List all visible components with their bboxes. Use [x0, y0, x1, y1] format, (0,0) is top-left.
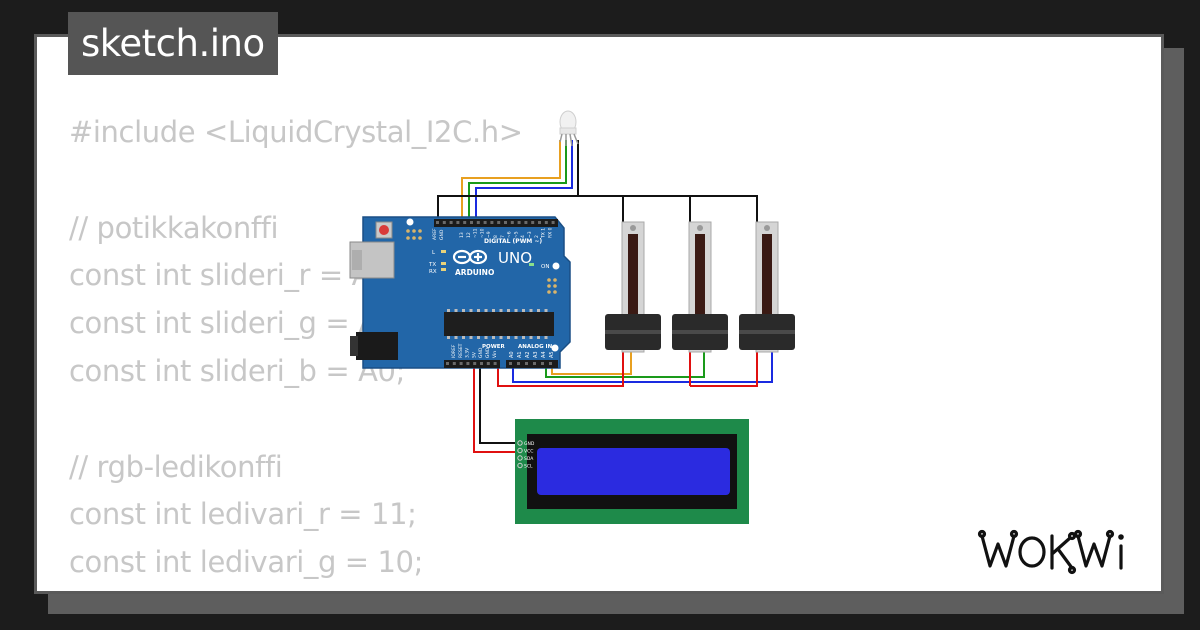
- code-line: const int ledivari_r = 11;: [69, 497, 417, 532]
- code-line: #include <LiquidCrystal_I2C.h>: [69, 115, 523, 149]
- atmega-chip: [444, 312, 554, 336]
- analog-pin-label: A2: [525, 351, 531, 358]
- code-line: // potikkakonffi: [69, 210, 279, 245]
- power-pin-label: 5V: [471, 351, 477, 358]
- wire-black-rail: [578, 195, 758, 222]
- rgb-led[interactable]: [559, 110, 579, 147]
- power-pin-label: RESET: [458, 343, 464, 358]
- wire-blue-slider: [512, 352, 773, 383]
- gnd-label: GND: [439, 229, 445, 240]
- power-label: POWER: [482, 344, 506, 350]
- digital-pin-label: 4: [520, 235, 526, 238]
- slide-potentiometer[interactable]: [605, 221, 661, 353]
- power-pin-label: IOREF: [451, 344, 457, 358]
- digital-pin-label: RX 0: [547, 227, 553, 238]
- analog-header: [506, 360, 558, 368]
- digital-pin-label: 8: [493, 235, 499, 238]
- analog-pin-label: A1: [517, 351, 523, 358]
- slide-potentiometer[interactable]: [739, 221, 795, 353]
- digital-pin-label: ~9: [486, 231, 492, 238]
- wire-black-led: [437, 140, 579, 222]
- slide-potentiometer[interactable]: [672, 221, 728, 353]
- arduino-uno-board[interactable]: UNO ARDUINO DIGITAL (PWM ~) ANALOG IN PO…: [349, 216, 571, 369]
- analog-pin-label: A4: [541, 351, 547, 358]
- arduino-logo-icon: [452, 249, 488, 265]
- rx-label: RX: [429, 269, 437, 275]
- tx-label: TX: [428, 262, 436, 268]
- lcd-screen: [537, 448, 730, 495]
- filename-tag: sketch.ino: [68, 12, 278, 75]
- board-brand-label: ARDUINO: [455, 268, 494, 277]
- power-jack: [356, 332, 398, 360]
- digital-pin-label: 13: [459, 232, 465, 238]
- digital-pin-label: ~5: [513, 231, 519, 238]
- wire-green-led: [468, 140, 567, 222]
- power-header: [444, 360, 500, 368]
- slide-potentiometers[interactable]: [605, 221, 795, 353]
- digital-pin-label: ~3: [527, 231, 533, 238]
- analog-label: ANALOG IN: [518, 344, 553, 350]
- wokwi-logo: [977, 529, 1124, 575]
- wire-blue-led: [475, 140, 573, 222]
- lcd-pin-label: SDA: [524, 456, 534, 462]
- lcd-pin-label: GND: [524, 441, 535, 447]
- digital-pin-label: ~10: [479, 228, 485, 238]
- digital-pin-label: ~11: [473, 228, 479, 238]
- analog-pin-label: A3: [533, 351, 539, 358]
- analog-pin-label: A0: [509, 351, 515, 358]
- digital-pin-label: 12: [466, 232, 472, 238]
- on-label: ON: [541, 264, 549, 270]
- digital-header: [434, 219, 558, 227]
- digital-pin-label: TX 1: [541, 228, 547, 239]
- code-line: const int ledivari_g = 10;: [69, 545, 423, 580]
- power-pin-label: GND: [478, 347, 484, 358]
- lcd-pin-label: VCC: [524, 449, 533, 455]
- preview-card[interactable]: #include <LiquidCrystal_I2C.h> // potikka…: [34, 34, 1164, 594]
- wire-orange-led: [461, 140, 561, 222]
- digital-pin-label: 2: [534, 235, 540, 238]
- digital-pin-label: ~6: [507, 231, 513, 238]
- wire-red-slider: [497, 352, 758, 387]
- analog-pin-label: A5: [549, 351, 555, 358]
- power-pin-label: 3.3V: [465, 347, 471, 358]
- lcd-pin-label: SCL: [524, 464, 533, 470]
- digital-label: DIGITAL (PWM ~): [484, 238, 542, 245]
- l-label: L: [432, 250, 436, 256]
- wire-orange-slider: [551, 352, 632, 375]
- digital-pin-label: 7: [500, 235, 506, 238]
- aref-label: AREF: [432, 228, 438, 240]
- code-line: // rgb-ledikonffi: [69, 449, 283, 484]
- board-model-label: UNO: [498, 249, 532, 267]
- power-pin-label: GND: [485, 347, 491, 358]
- power-pin-label: Vin: [492, 351, 498, 358]
